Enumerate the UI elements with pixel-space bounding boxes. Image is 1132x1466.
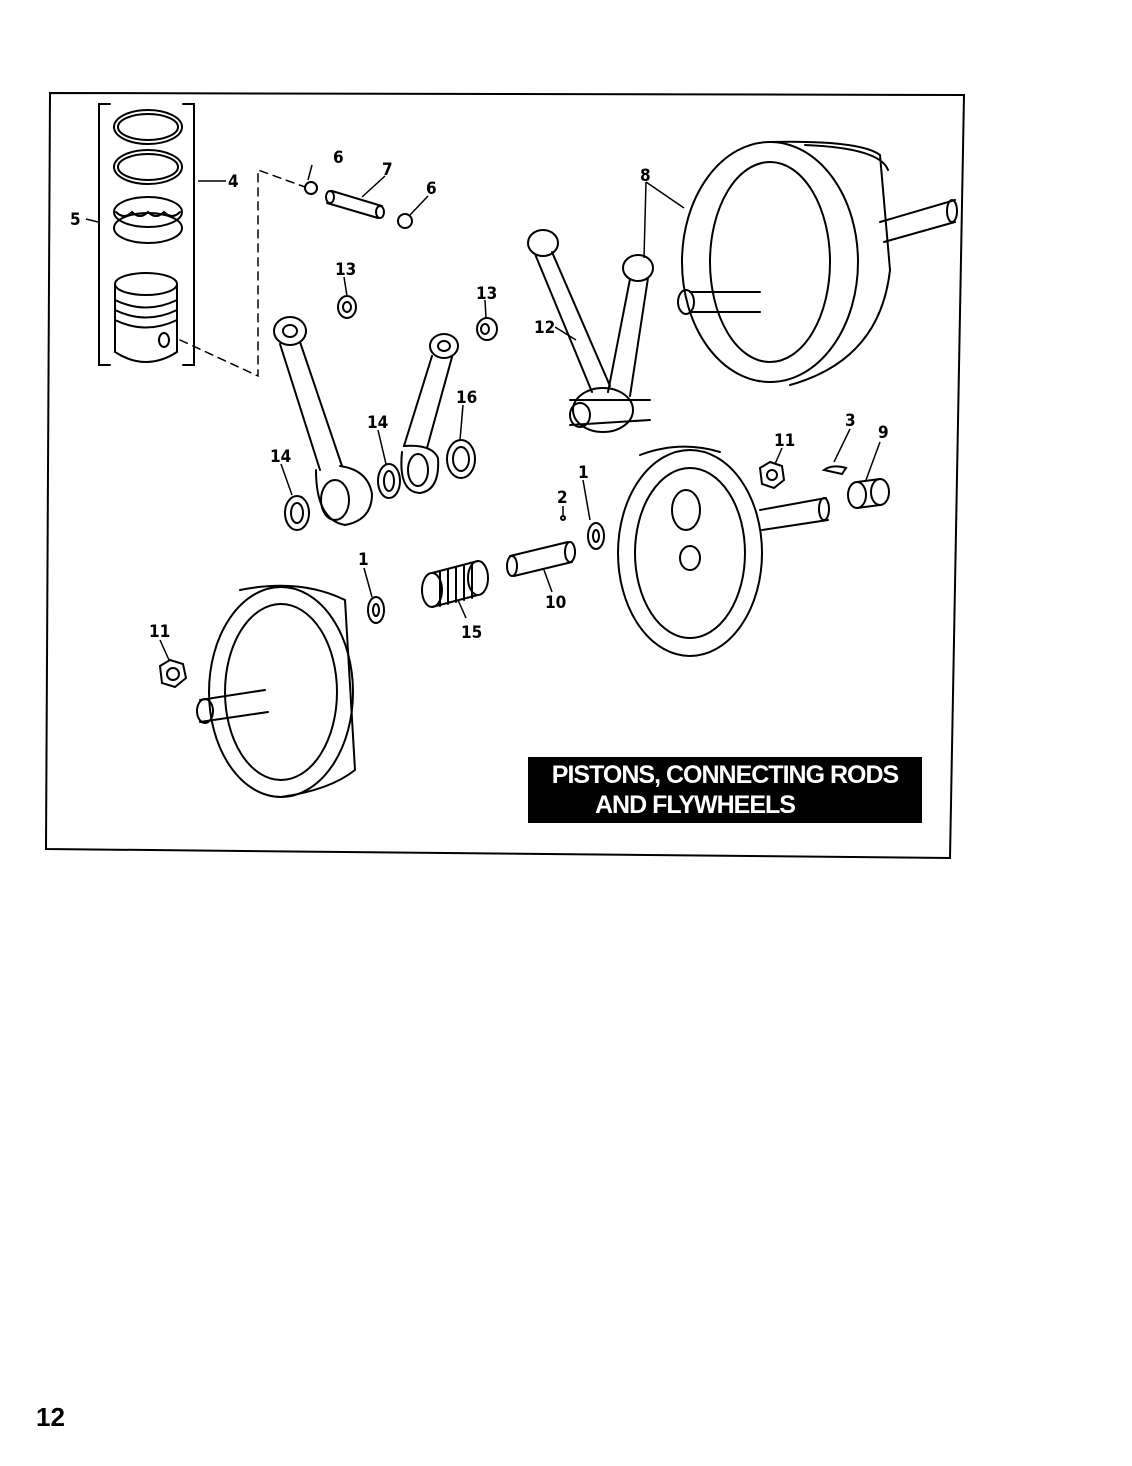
figure-title-line-1: PISTONS, CONNECTING RODS xyxy=(551,761,899,789)
flywheel-nut xyxy=(758,460,786,490)
callout-1: 1 xyxy=(578,463,589,483)
piston-rings xyxy=(113,109,183,244)
connecting-rod-rear xyxy=(400,333,459,495)
callout-7: 7 xyxy=(382,160,393,180)
callout-13: 13 xyxy=(476,284,497,304)
leader-line xyxy=(343,276,348,297)
figure-title-box: PISTONS, CONNECTING RODS AND FLYWHEELS xyxy=(528,757,922,823)
callout-12: 12 xyxy=(534,318,555,338)
piston-pin-bushing xyxy=(337,295,357,319)
callout-3: 3 xyxy=(845,411,856,431)
callout-4: 4 xyxy=(228,172,239,192)
callout-5: 5 xyxy=(70,210,81,230)
crank-pin xyxy=(506,541,576,577)
leader-line xyxy=(865,441,881,481)
bearing-race xyxy=(446,439,476,479)
leader-line xyxy=(307,164,313,181)
leader-line xyxy=(457,599,467,619)
callout-1: 1 xyxy=(358,550,369,570)
callout-9: 9 xyxy=(878,423,889,443)
callout-14: 14 xyxy=(367,413,388,433)
callout-2: 2 xyxy=(557,488,568,508)
leader-line xyxy=(159,639,170,661)
leader-line xyxy=(280,463,293,496)
leader-line xyxy=(643,181,685,259)
roller-bearing xyxy=(421,560,489,608)
lock-pin xyxy=(560,515,566,521)
thrust-washer xyxy=(587,522,605,550)
connecting-rod-assembly xyxy=(527,229,654,433)
callout-6: 6 xyxy=(426,179,437,199)
assembly-line xyxy=(179,168,306,378)
callout-8: 8 xyxy=(640,166,651,186)
figure-title-line-2: AND FLYWHEELS xyxy=(595,791,796,819)
callout-15: 15 xyxy=(461,623,482,643)
callout-14: 14 xyxy=(270,447,291,467)
leader-line xyxy=(543,569,553,593)
piston xyxy=(114,272,178,363)
leader-line xyxy=(582,479,591,521)
leader-line xyxy=(774,447,783,465)
circlip xyxy=(397,213,413,229)
flywheel-nut xyxy=(158,658,188,689)
callout-13: 13 xyxy=(335,260,356,280)
leader-line xyxy=(377,429,387,465)
leader-line xyxy=(554,326,577,341)
callout-16: 16 xyxy=(456,388,477,408)
rod-spacer xyxy=(377,463,401,499)
page-number: 12 xyxy=(36,1402,65,1432)
rod-spacer xyxy=(284,495,310,531)
callout-10: 10 xyxy=(545,593,566,613)
callout-11: 11 xyxy=(774,431,795,451)
piston-group-bracket xyxy=(98,103,195,366)
piston-pin-bushing xyxy=(476,317,498,341)
flywheel-left xyxy=(196,584,357,798)
thrust-washer xyxy=(367,596,385,624)
callout-11: 11 xyxy=(149,622,170,642)
flywheel-right xyxy=(617,445,830,657)
circlip xyxy=(304,181,318,195)
woodruff-key xyxy=(821,465,848,476)
leader-line xyxy=(833,428,851,463)
leader-line xyxy=(363,567,373,598)
piston-pin xyxy=(325,190,385,219)
leader-line xyxy=(484,299,487,319)
figure-frame xyxy=(44,91,966,860)
flywheel-right-assembled xyxy=(677,140,958,386)
leader-line xyxy=(85,218,99,223)
leader-line xyxy=(361,175,386,198)
shaft-bushing xyxy=(847,478,890,509)
leader-line xyxy=(459,404,464,441)
leader-line xyxy=(409,195,429,216)
connecting-rod-front xyxy=(273,316,374,527)
callout-6: 6 xyxy=(333,148,344,168)
